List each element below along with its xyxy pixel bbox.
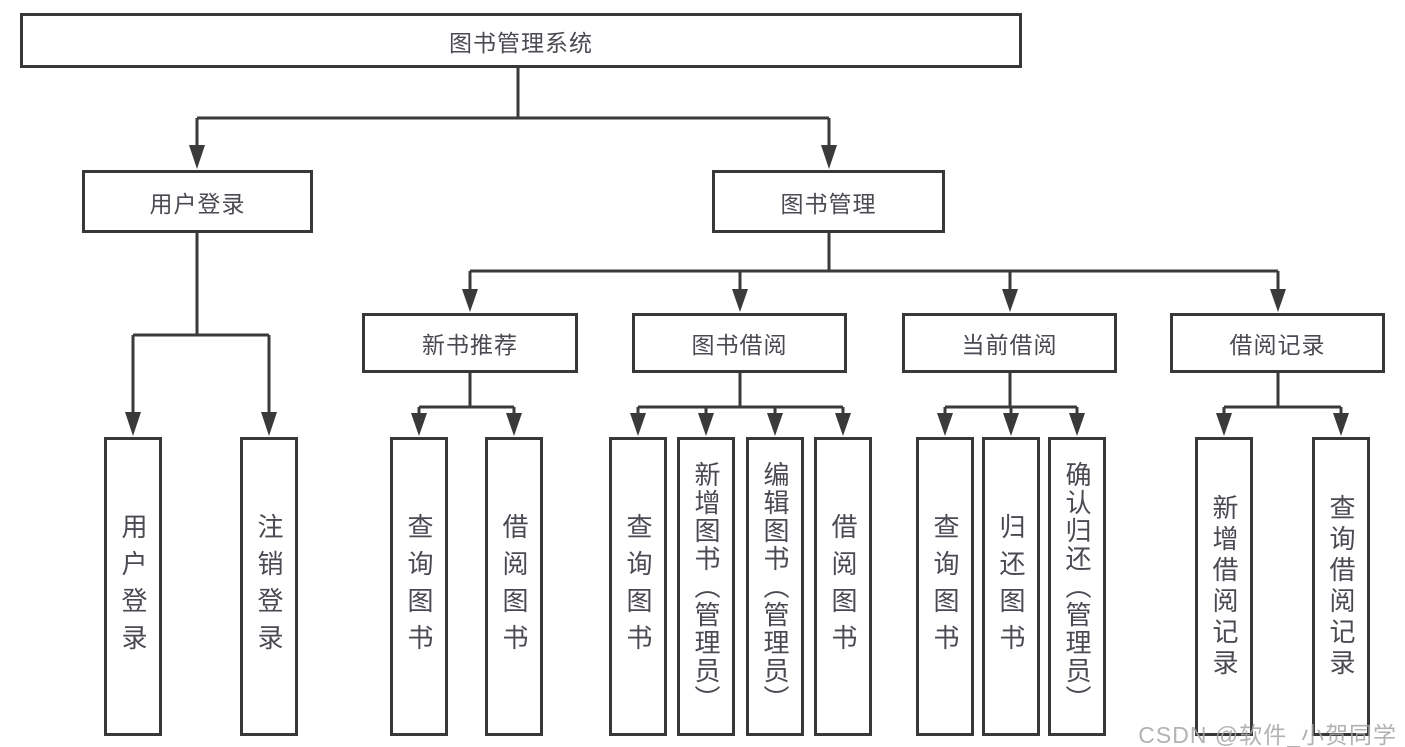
leaf-edit-books-admin-label: 编辑图书（管理员） [760,460,790,713]
connector-book-management-to-level3 [462,233,1286,312]
node-book-borrow-label: 图书借阅 [691,332,788,358]
node-root-system: 图书管理系统 [20,13,1022,68]
node-new-book-recommend-label: 新书推荐 [422,332,518,358]
connector-new-book-to-leaves [411,373,522,436]
node-current-borrow-label: 当前借阅 [961,332,1058,358]
leaf-add-borrow-record: 新增借阅记录 [1195,437,1253,736]
leaf-confirm-return-admin: 确认归还（管理员） [1048,437,1106,736]
connector-user-login-to-leaves [125,233,277,436]
node-new-book-recommend: 新书推荐 [362,313,578,373]
leaf-user-login: 用户登录 [104,437,162,736]
leaf-borrow-query-books-label: 查询图书 [623,512,653,661]
leaf-borrow-borrow-books: 借阅图书 [814,437,872,736]
node-book-management-label: 图书管理 [780,190,877,217]
leaf-current-query-books: 查询图书 [916,437,974,736]
leaf-return-books: 归还图书 [982,437,1040,736]
node-current-borrow: 当前借阅 [902,313,1117,373]
leaf-logout-label: 注销登录 [254,512,284,661]
node-user-login-label: 用户登录 [149,190,246,217]
node-book-management: 图书管理 [712,170,945,233]
leaf-newbook-query-books-label: 查询图书 [404,512,434,661]
connector-borrow-records-to-leaves [1216,373,1349,436]
leaf-borrow-borrow-books-label: 借阅图书 [828,512,858,661]
node-borrow-records-label: 借阅记录 [1229,332,1326,358]
connector-root-to-level2 [189,68,837,169]
leaf-edit-books-admin: 编辑图书（管理员） [746,437,804,736]
csdn-watermark: CSDN @软件_小贺同学 [1138,722,1397,747]
leaf-query-borrow-record: 查询借阅记录 [1312,437,1370,736]
leaf-newbook-borrow-books: 借阅图书 [485,437,543,736]
node-user-login: 用户登录 [82,170,313,233]
leaf-current-query-books-label: 查询图书 [930,512,960,661]
connector-current-borrow-to-leaves [937,373,1085,436]
leaf-add-borrow-record-label: 新增借阅记录 [1209,493,1239,680]
leaf-user-login-label: 用户登录 [118,512,148,661]
leaf-add-books-admin: 新增图书（管理员） [677,437,735,736]
leaf-newbook-query-books: 查询图书 [390,437,448,736]
leaf-query-borrow-record-label: 查询借阅记录 [1326,493,1356,680]
node-borrow-records: 借阅记录 [1170,313,1385,373]
leaf-logout: 注销登录 [240,437,298,736]
connector-book-borrow-to-leaves [630,373,851,436]
node-book-borrow: 图书借阅 [632,313,847,373]
leaf-return-books-label: 归还图书 [996,512,1026,661]
leaf-confirm-return-admin-label: 确认归还（管理员） [1062,460,1092,713]
node-root-system-label: 图书管理系统 [449,29,593,56]
leaf-add-books-admin-label: 新增图书（管理员） [691,460,721,713]
leaf-newbook-borrow-books-label: 借阅图书 [499,512,529,661]
leaf-borrow-query-books: 查询图书 [609,437,667,736]
